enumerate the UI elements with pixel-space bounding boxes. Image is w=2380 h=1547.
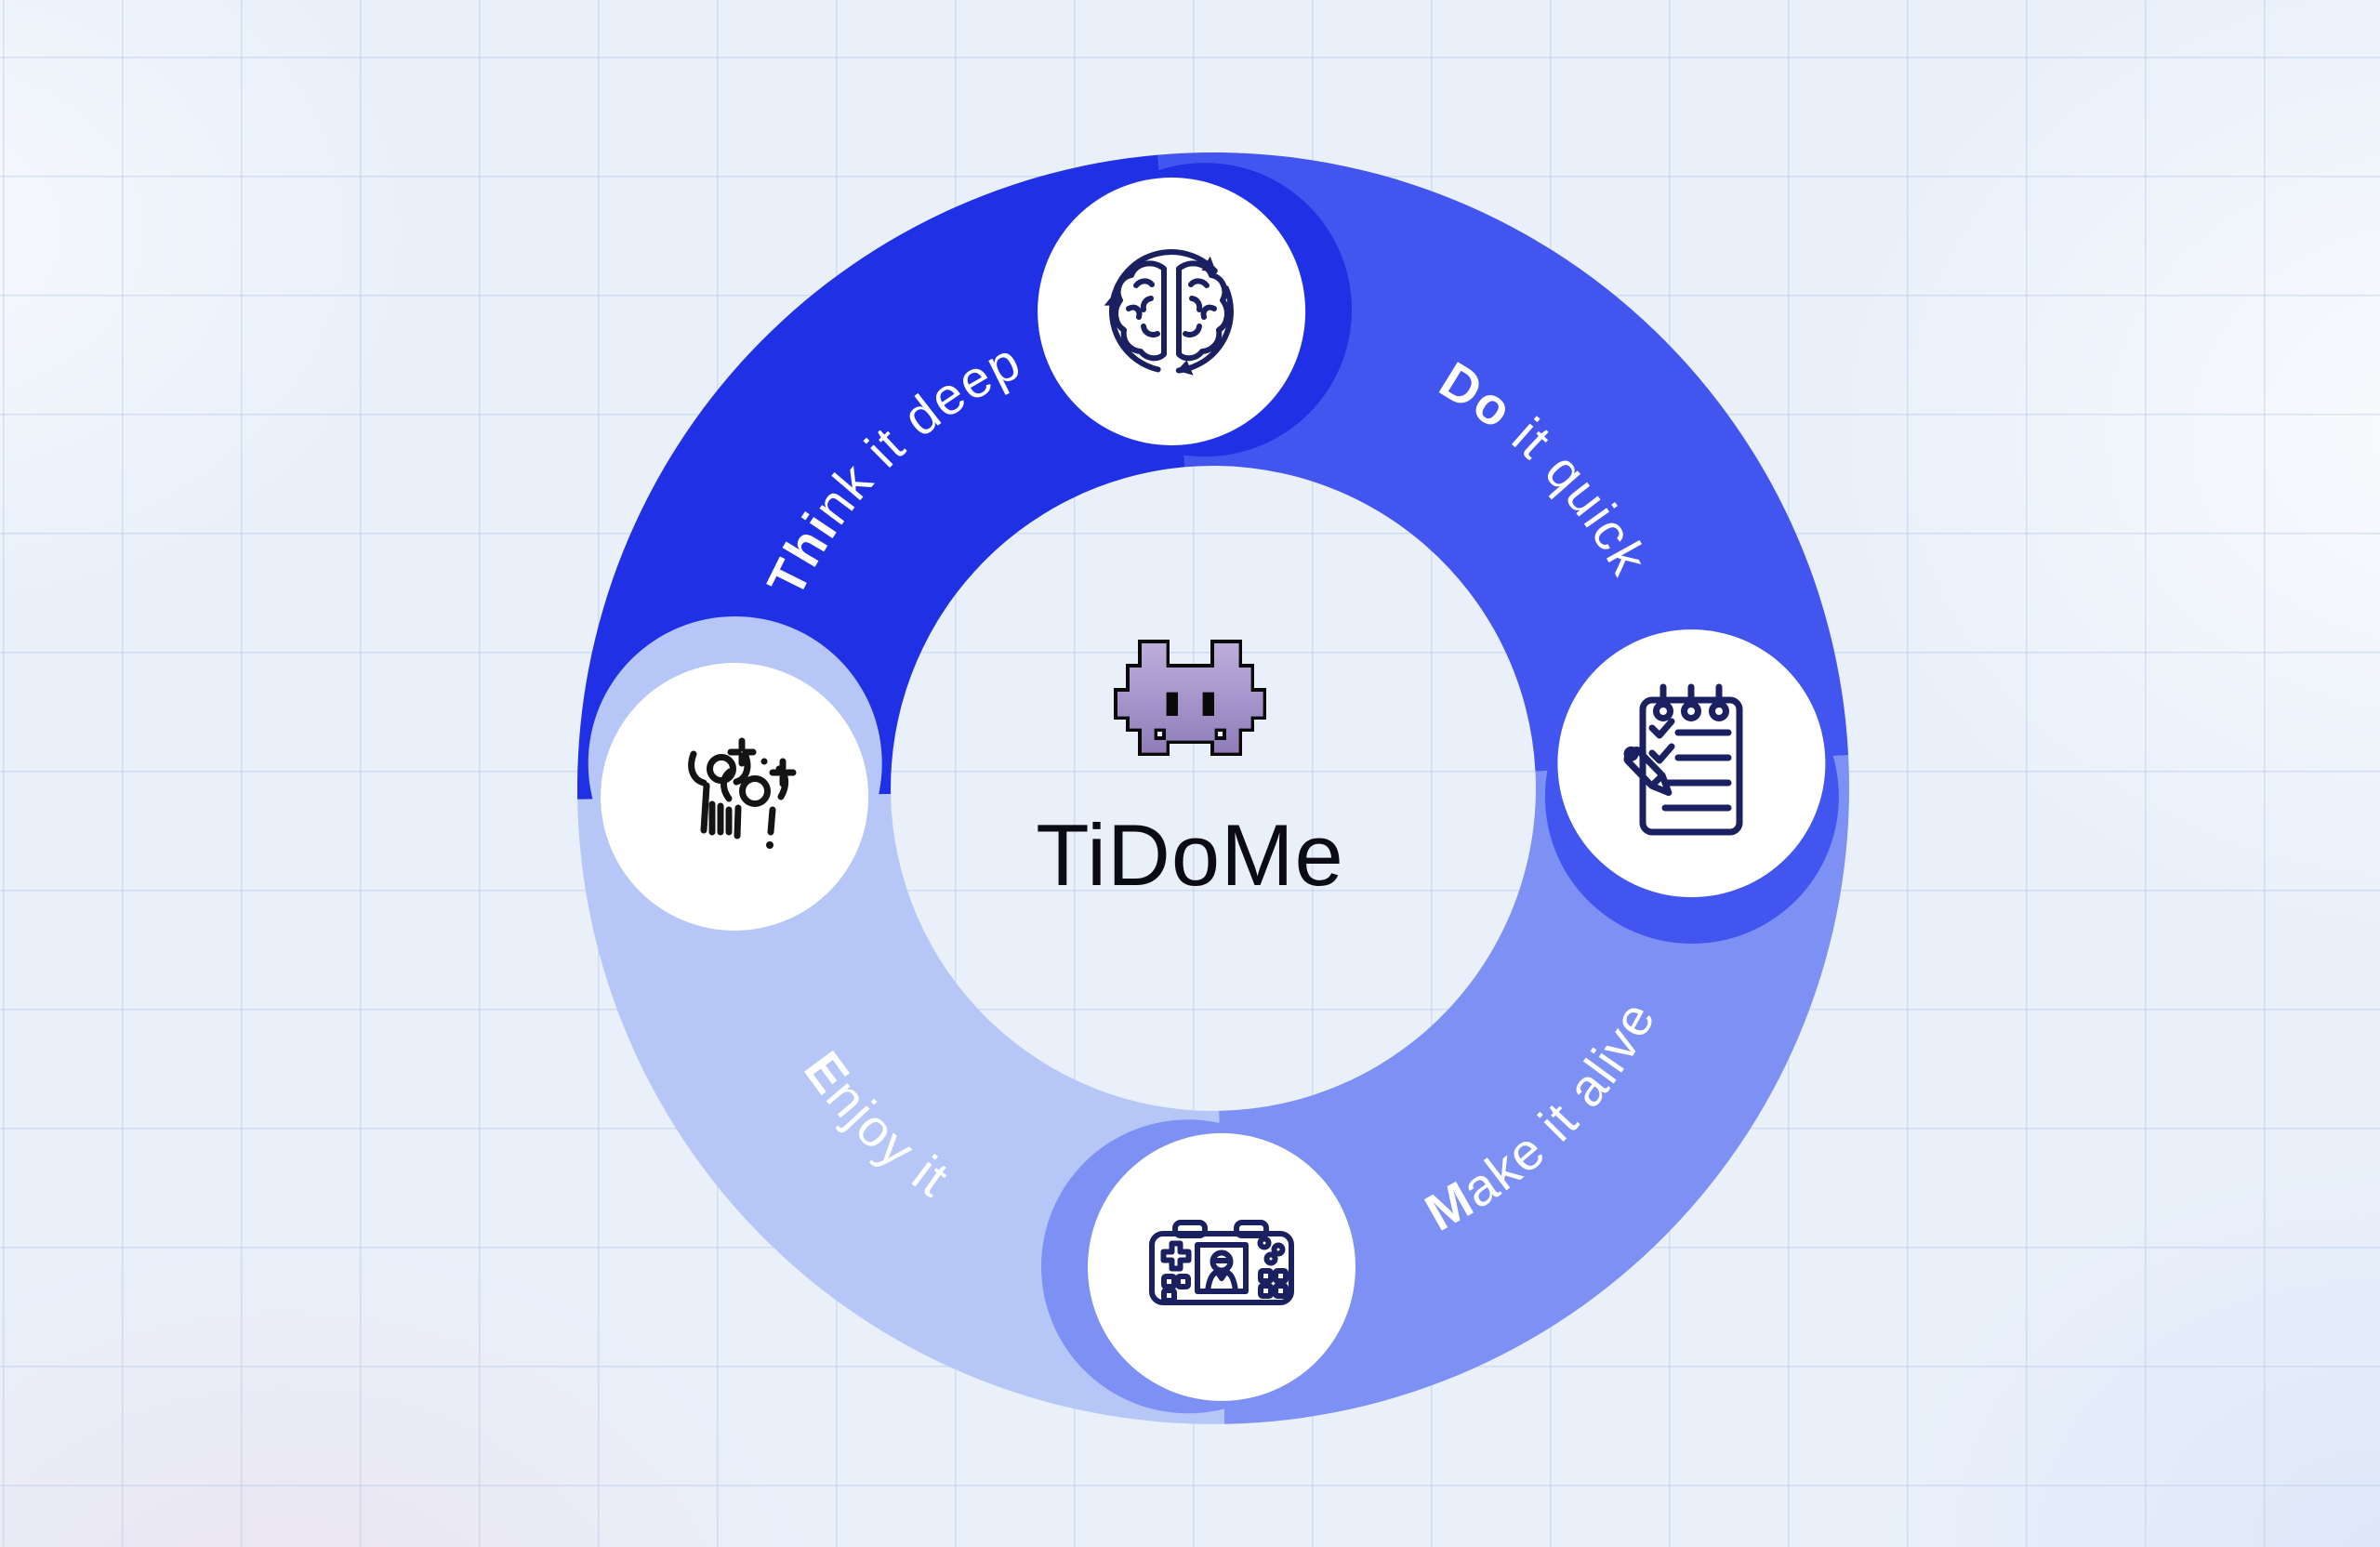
checklist-pencil-icon [1623, 683, 1743, 836]
arrowhead [1176, 360, 1194, 376]
icon-circle-enjoy [601, 663, 869, 931]
arrowhead [1201, 256, 1217, 272]
pencil [1623, 746, 1673, 797]
brain-refresh-icon [1104, 249, 1234, 376]
icon-circle-think [1038, 178, 1306, 445]
icon-circle-make [1088, 1132, 1355, 1401]
sparkle [769, 758, 797, 787]
pixel-monster-icon [1114, 640, 1266, 756]
brand-title: TiDoMe [1036, 806, 1344, 904]
icon-circle-do [1557, 629, 1826, 898]
game-console-icon [1149, 1220, 1294, 1305]
arrowhead [1104, 292, 1121, 306]
celebration-people-icon [688, 737, 797, 849]
sparkle [727, 737, 757, 767]
